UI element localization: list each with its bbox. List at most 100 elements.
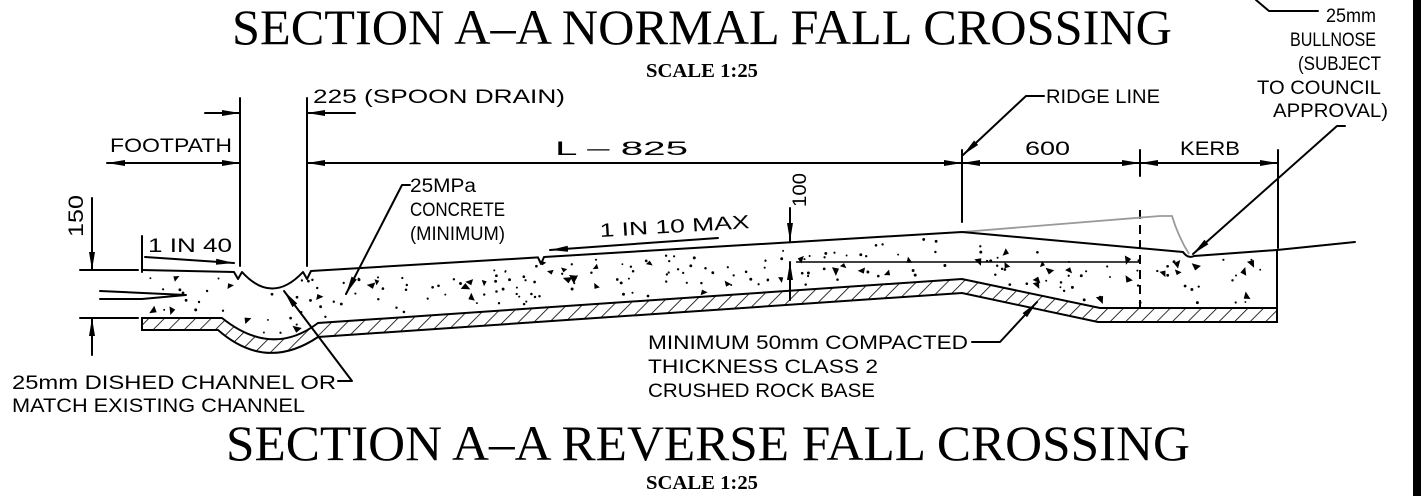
- concrete-aggregate-dot: [533, 295, 537, 299]
- concrete-note-line-3: (MINIMUM): [410, 224, 505, 245]
- concrete-aggregate-dot: [913, 273, 917, 277]
- concrete-aggregate-stone: [1039, 261, 1045, 268]
- concrete-aggregate-dot: [316, 286, 319, 290]
- bullnose-note-line-5: APPROVAL): [1273, 101, 1388, 122]
- concrete-aggregate-dot: [704, 266, 707, 270]
- concrete-aggregate-dot: [692, 256, 696, 260]
- concrete-aggregate-stone: [1246, 259, 1255, 268]
- concrete-aggregate-stone: [316, 293, 324, 300]
- concrete-aggregate-stone: [481, 279, 487, 287]
- channel-note-line-1: 25mm DISHED CHANNEL OR: [12, 373, 336, 394]
- concrete-aggregate-stone: [1032, 276, 1041, 284]
- concrete-aggregate-dot: [1067, 260, 1070, 263]
- concrete-aggregate-dot: [437, 284, 440, 288]
- concrete-aggregate-dot: [1172, 260, 1176, 264]
- concrete-aggregate-stone: [831, 267, 840, 276]
- title-block-bottom: SECTION A–A REVERSE FALL CROSSING SCALE …: [226, 415, 1190, 494]
- concrete-aggregate-stone: [1124, 255, 1132, 265]
- kerb-dimension-text: KERB: [1180, 139, 1240, 160]
- concrete-aggregate-dot: [295, 323, 298, 326]
- concrete-aggregate-dot: [763, 266, 766, 269]
- concrete-aggregate-stone: [645, 260, 653, 266]
- concrete-aggregate-dot: [444, 293, 447, 296]
- concrete-aggregate-dot: [494, 279, 498, 283]
- concrete-aggregate-dot: [501, 287, 505, 291]
- concrete-aggregate-dot: [1156, 269, 1159, 273]
- concrete-aggregate-dot: [1166, 273, 1170, 277]
- concrete-aggregate-dot: [217, 277, 220, 280]
- concrete-aggregate-stone: [292, 325, 302, 333]
- concrete-aggregate-dot: [561, 272, 564, 275]
- concrete-aggregate-dot: [497, 302, 501, 305]
- concrete-aggregate-dot: [1025, 282, 1029, 285]
- concrete-aggregate-dot: [757, 283, 760, 286]
- concrete-aggregate-dot: [319, 305, 322, 309]
- concrete-leader: [345, 184, 411, 295]
- concrete-aggregate-dot: [266, 318, 269, 321]
- concrete-aggregate-dot: [515, 292, 518, 296]
- concrete-aggregate-dot: [1003, 268, 1007, 271]
- concrete-aggregate-dot: [1183, 284, 1187, 288]
- concrete-aggregate-stone: [1125, 275, 1133, 283]
- concrete-aggregate-dot: [342, 281, 345, 285]
- concrete-aggregate-stone: [1174, 269, 1182, 276]
- channel-leader: [283, 290, 353, 382]
- concrete-aggregate-stone: [1032, 281, 1040, 289]
- concrete-aggregate-dot: [627, 277, 630, 280]
- bullnose-note-line-2: BULLNOSE: [1290, 30, 1376, 51]
- concrete-aggregate-stone: [374, 279, 380, 286]
- concrete-aggregate-dot: [682, 271, 685, 275]
- concrete-aggregate-dot: [673, 255, 676, 258]
- concrete-aggregate-dot: [1231, 279, 1234, 282]
- concrete-aggregate-dot: [594, 258, 598, 261]
- concrete-aggregate-dot: [845, 254, 848, 257]
- section-title-normal: SECTION A–A NORMAL FALL CROSSING: [232, 0, 1172, 55]
- concrete-aggregate-dot: [646, 294, 650, 298]
- concrete-aggregate-dot: [522, 302, 526, 306]
- concrete-aggregate-dot: [515, 286, 518, 289]
- concrete-aggregate-dot: [426, 297, 429, 300]
- concrete-aggregate-dot: [664, 254, 668, 257]
- crossing-fall: 1 IN 10 MAX: [549, 212, 750, 252]
- concrete-aggregate-dot: [1136, 269, 1139, 272]
- concrete-aggregate-dot: [922, 237, 926, 241]
- concrete-aggregate-dot: [524, 279, 527, 282]
- concrete-aggregate-dot: [522, 275, 526, 279]
- concrete-aggregate-dot: [161, 288, 165, 291]
- concrete-aggregate-dot: [184, 298, 188, 302]
- concrete-aggregate-dot: [354, 292, 357, 295]
- concrete-aggregate-dot: [995, 264, 999, 267]
- concrete-aggregate-dot: [749, 277, 753, 281]
- concrete-aggregate-dot: [934, 250, 937, 254]
- concrete-aggregate-dot: [1197, 285, 1200, 288]
- ridge-line-label: RIDGE LINE: [1046, 87, 1160, 108]
- concrete-aggregate-stone: [883, 269, 891, 276]
- concrete-aggregate-stone: [1173, 260, 1181, 269]
- concrete-aggregate-dot: [665, 280, 668, 283]
- concrete-aggregate-dot: [782, 249, 785, 252]
- bullnose-note-top-leader: [1255, 0, 1319, 12]
- concrete-aggregate-dot: [1166, 264, 1169, 268]
- concrete-aggregate-dot: [1036, 250, 1039, 254]
- concrete-aggregate-dot: [570, 263, 573, 266]
- bullnose-leader: [1192, 125, 1346, 255]
- concrete-aggregate-dot: [979, 250, 983, 254]
- concrete-aggregate-stone: [1240, 267, 1247, 276]
- concrete-aggregate-dot: [676, 268, 680, 271]
- concrete-aggregate-stone: [366, 282, 376, 289]
- concrete-aggregate-dot: [163, 308, 166, 311]
- sheet-border: [1413, 0, 1421, 496]
- ridge-to-kerb-dimension-text: 600: [1025, 139, 1070, 160]
- base-note-line-1: MINIMUM 50mm COMPACTED: [648, 333, 968, 354]
- concrete-aggregate-dot: [525, 300, 528, 303]
- concrete-aggregate-dot: [823, 256, 826, 259]
- concrete-aggregate-dot: [357, 277, 360, 280]
- concrete-aggregate-dot: [405, 283, 409, 287]
- concrete-aggregate-dot: [807, 274, 810, 278]
- concrete-aggregate-dot: [979, 245, 982, 248]
- concrete-aggregate-dot: [376, 276, 380, 279]
- concrete-aggregate-dot: [877, 274, 880, 278]
- concrete-aggregate-dot: [452, 278, 456, 281]
- concrete-aggregate-dot: [495, 290, 498, 293]
